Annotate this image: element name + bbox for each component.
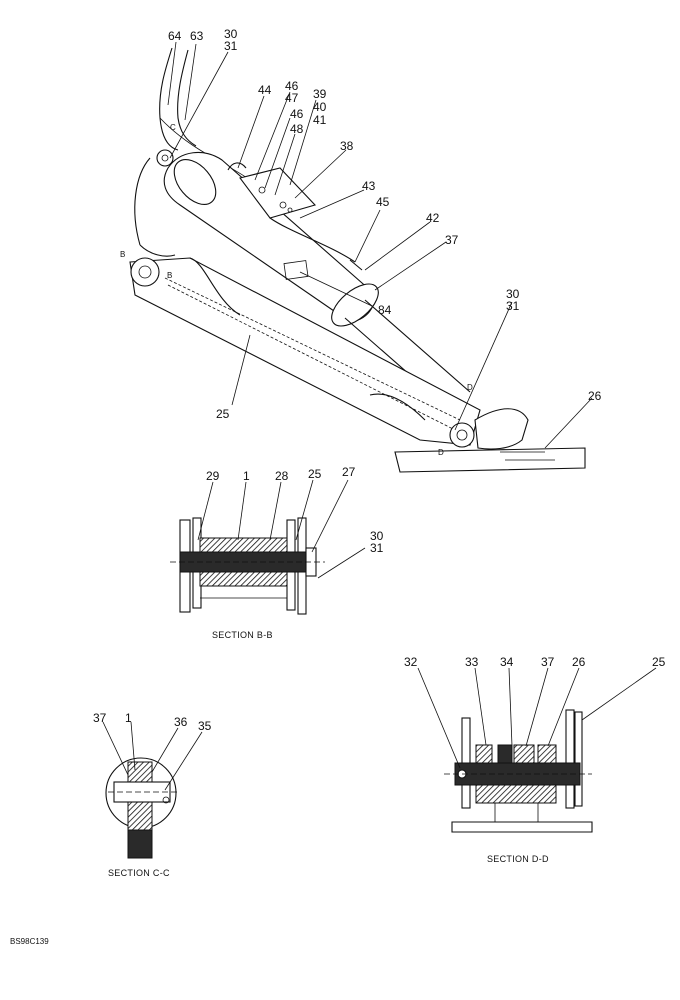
callout-46b: 46 bbox=[290, 107, 304, 121]
callout-42: 42 bbox=[426, 211, 440, 225]
callout-27: 27 bbox=[342, 465, 356, 479]
mounting-plate bbox=[394, 447, 586, 473]
callout-38: 38 bbox=[340, 139, 354, 153]
svg-text:B: B bbox=[167, 271, 172, 280]
callout-44: 44 bbox=[258, 83, 272, 97]
callout-30: 30 bbox=[224, 27, 238, 41]
callout-31: 31 bbox=[370, 541, 384, 555]
callout-48: 48 bbox=[290, 122, 304, 136]
callout-35: 35 bbox=[198, 719, 212, 733]
svg-text:D: D bbox=[438, 448, 444, 457]
callout-1: 1 bbox=[125, 711, 132, 725]
callout-43: 43 bbox=[362, 179, 376, 193]
callout-30b: 30 bbox=[506, 287, 520, 301]
main-assembly: C B B D D 64 bbox=[120, 27, 602, 473]
callout-28: 28 bbox=[275, 469, 289, 483]
callout-47: 47 bbox=[285, 91, 299, 105]
callout-leaders bbox=[167, 41, 593, 449]
callout-41: 41 bbox=[313, 113, 327, 127]
section-dd: 32 33 34 37 26 25 SECTION D-D bbox=[404, 655, 666, 864]
callout-25: 25 bbox=[652, 655, 666, 669]
callout-33: 33 bbox=[465, 655, 479, 669]
callout-1: 1 bbox=[243, 469, 250, 483]
section-cc: 37 1 36 35 SECTION C-C bbox=[93, 711, 212, 878]
callout-64: 64 bbox=[168, 29, 182, 43]
callout-30: 30 bbox=[370, 529, 384, 543]
callout-63: 63 bbox=[190, 29, 204, 43]
callout-25: 25 bbox=[308, 467, 322, 481]
callout-26: 26 bbox=[588, 389, 602, 403]
callout-45: 45 bbox=[376, 195, 390, 209]
section-marks: C B B D D bbox=[120, 123, 473, 457]
callout-39: 39 bbox=[313, 87, 327, 101]
figure-ref: BS98C139 bbox=[10, 937, 49, 946]
svg-text:B: B bbox=[120, 250, 125, 259]
svg-text:D: D bbox=[467, 383, 473, 392]
callout-29: 29 bbox=[206, 469, 220, 483]
section-dd-caption: SECTION D-D bbox=[487, 854, 549, 864]
callout-25: 25 bbox=[216, 407, 230, 421]
callout-37: 37 bbox=[445, 233, 459, 247]
callout-46: 46 bbox=[285, 79, 299, 93]
main-callouts: 64 63 30 31 44 46 47 46 48 39 40 41 38 4… bbox=[168, 27, 602, 421]
callout-32: 32 bbox=[404, 655, 418, 669]
callout-37: 37 bbox=[93, 711, 107, 725]
callout-36: 36 bbox=[174, 715, 188, 729]
section-bb-caption: SECTION B-B bbox=[212, 630, 273, 640]
valve-block bbox=[239, 167, 317, 219]
callout-34: 34 bbox=[500, 655, 514, 669]
callout-31b: 31 bbox=[506, 299, 520, 313]
callout-31: 31 bbox=[224, 39, 238, 53]
callout-26: 26 bbox=[572, 655, 586, 669]
section-bb: 29 1 28 25 27 30 31 SECTION B-B bbox=[170, 465, 384, 640]
callout-40: 40 bbox=[313, 100, 327, 114]
callout-84: 84 bbox=[378, 303, 392, 317]
section-cc-caption: SECTION C-C bbox=[108, 868, 170, 878]
svg-text:C: C bbox=[170, 123, 176, 132]
callout-37: 37 bbox=[541, 655, 555, 669]
